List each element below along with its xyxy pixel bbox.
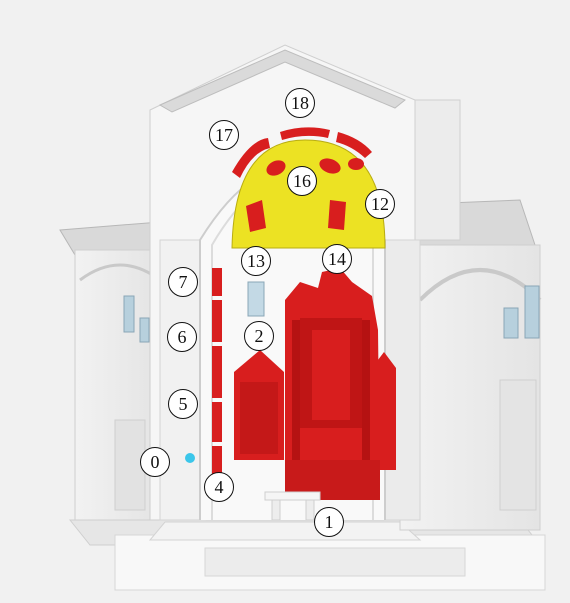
marker-0-label: 0 xyxy=(151,453,160,471)
marker-12-label: 12 xyxy=(371,195,389,213)
marker-5: 5 xyxy=(168,389,198,419)
marker-14-label: 14 xyxy=(328,250,346,268)
marker-18: 18 xyxy=(285,88,315,118)
marker-2-label: 2 xyxy=(255,327,264,345)
left-wing xyxy=(60,222,160,520)
marker-6: 6 xyxy=(167,322,197,352)
marker-7: 7 xyxy=(168,267,198,297)
marker-16: 16 xyxy=(287,166,317,196)
marker-17-label: 17 xyxy=(215,126,233,144)
marker-6-label: 6 xyxy=(178,328,187,346)
marker-16-label: 16 xyxy=(293,172,311,190)
marker-13-label: 13 xyxy=(247,252,265,270)
right-wing xyxy=(400,200,540,530)
red-main-altar xyxy=(285,268,380,500)
marker-7-label: 7 xyxy=(179,273,188,291)
marker-1-label: 1 xyxy=(325,513,334,531)
marker-12: 12 xyxy=(365,189,395,219)
marker-2: 2 xyxy=(244,321,274,351)
marker-14: 14 xyxy=(322,244,352,274)
viewpoint-dot xyxy=(185,453,195,463)
marker-4: 4 xyxy=(204,472,234,502)
marker-5-label: 5 xyxy=(179,395,188,413)
marker-18-label: 18 xyxy=(291,94,309,112)
marker-4-label: 4 xyxy=(215,478,224,496)
marker-1: 1 xyxy=(314,507,344,537)
marker-17: 17 xyxy=(209,120,239,150)
red-side-altar-left xyxy=(234,350,284,460)
marker-13: 13 xyxy=(241,246,271,276)
red-pilaster xyxy=(212,268,222,488)
marker-0: 0 xyxy=(140,447,170,477)
